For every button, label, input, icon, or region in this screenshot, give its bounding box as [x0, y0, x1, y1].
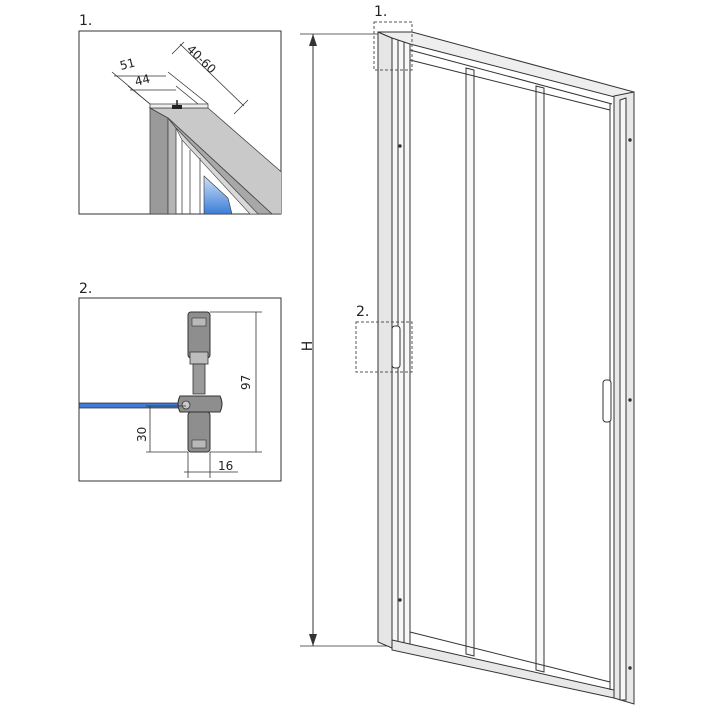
detail-2-panel: 2. 97 — [78, 281, 282, 482]
callout-2: 2. — [355, 304, 413, 373]
dim-30-label: 30 — [135, 427, 149, 442]
detail-1-label: 1. — [79, 13, 92, 29]
glass-pane — [203, 175, 233, 214]
door-handle-left — [391, 325, 401, 369]
detail-1-profile — [148, 100, 281, 214]
shower-door — [377, 31, 635, 705]
screw-icon — [181, 400, 191, 410]
dim-44-label: 44 — [133, 72, 151, 89]
screw-icon — [172, 105, 182, 109]
detail-2-dimensions — [146, 311, 262, 478]
dim-16-label: 16 — [218, 459, 233, 473]
glass-pane — [79, 402, 190, 409]
detail-1-dimensions — [111, 41, 249, 115]
callout-1-label: 1. — [374, 4, 387, 20]
detail-2-frame — [78, 297, 282, 482]
dim-97-label: 97 — [239, 375, 253, 390]
callout-2-label: 2. — [356, 304, 369, 320]
door-handle-right — [602, 379, 612, 423]
detail-2-label: 2. — [79, 281, 92, 297]
detail-1-panel: 1. — [78, 13, 282, 215]
height-label: H — [300, 341, 316, 352]
dim-51-label: 51 — [118, 56, 136, 73]
detail-2-handle — [79, 311, 223, 453]
callout-1: 1. — [373, 4, 413, 71]
